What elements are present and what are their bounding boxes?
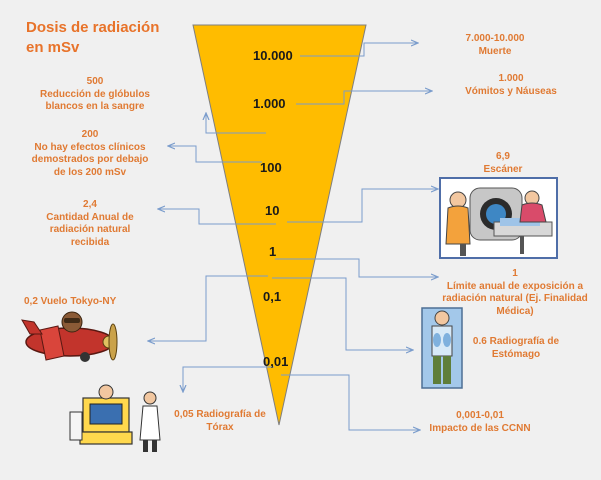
connector-no-effects [168, 146, 262, 163]
scale-tick-1000: 1.000 [253, 96, 286, 111]
label-flight: 0,2 Vuelo Tokyo-NY [24, 296, 117, 307]
label-thorax-xray: 0,05 Radiografía de Tórax [174, 409, 266, 433]
scale-tick-10: 10 [265, 203, 280, 218]
mri-scanner-icon [439, 177, 558, 259]
label-scanner: 6,9 Escáner [483, 151, 523, 175]
scale-tick-10000: 10.000 [253, 48, 293, 63]
diagram-title: Dosis de radiación en mSv [26, 19, 160, 56]
connector-thorax [183, 366, 274, 392]
xray-person-icon [421, 307, 463, 389]
label-ccnn: 0,001-0,01 Impacto de las CCNN [429, 410, 531, 434]
scale-tick-1: 1 [269, 244, 277, 259]
connector-lines [148, 43, 438, 430]
connector-flight [148, 275, 268, 341]
airplane-pilot-icon [21, 311, 118, 362]
label-white-blood-cells: 500 Reducción de glóbulos blancos en la … [39, 76, 150, 112]
connector-vomit [296, 91, 432, 105]
label-vomit: 1.000 Vómitos y Náuseas [465, 73, 557, 97]
dose-cone [192, 24, 367, 426]
scale-tick-0-1: 0,1 [263, 289, 282, 304]
label-annual-natural: 2,4 Cantidad Anual de radiación natural … [46, 199, 134, 248]
connector-limit [275, 258, 438, 277]
connector-scanner [287, 189, 438, 223]
doctor-computer-icon [69, 384, 161, 452]
connector-ccnn [281, 374, 420, 430]
scale-tick-100: 100 [260, 160, 282, 175]
label-annual-limit: 1 Límite anual de exposición a radiación… [442, 268, 588, 317]
scale-tick-0-01: 0,01 [263, 354, 289, 369]
connector-stomach [272, 277, 413, 350]
connector-blood [206, 113, 266, 134]
connector-death [300, 43, 418, 57]
connector-annual [158, 209, 276, 225]
label-no-clinical-effects: 200 No hay efectos clínicos demostrados … [31, 129, 149, 178]
label-death: 7.000-10.000 Muerte [465, 33, 525, 57]
label-stomach-xray: 0.6 Radiografía de Estómago [472, 336, 560, 360]
